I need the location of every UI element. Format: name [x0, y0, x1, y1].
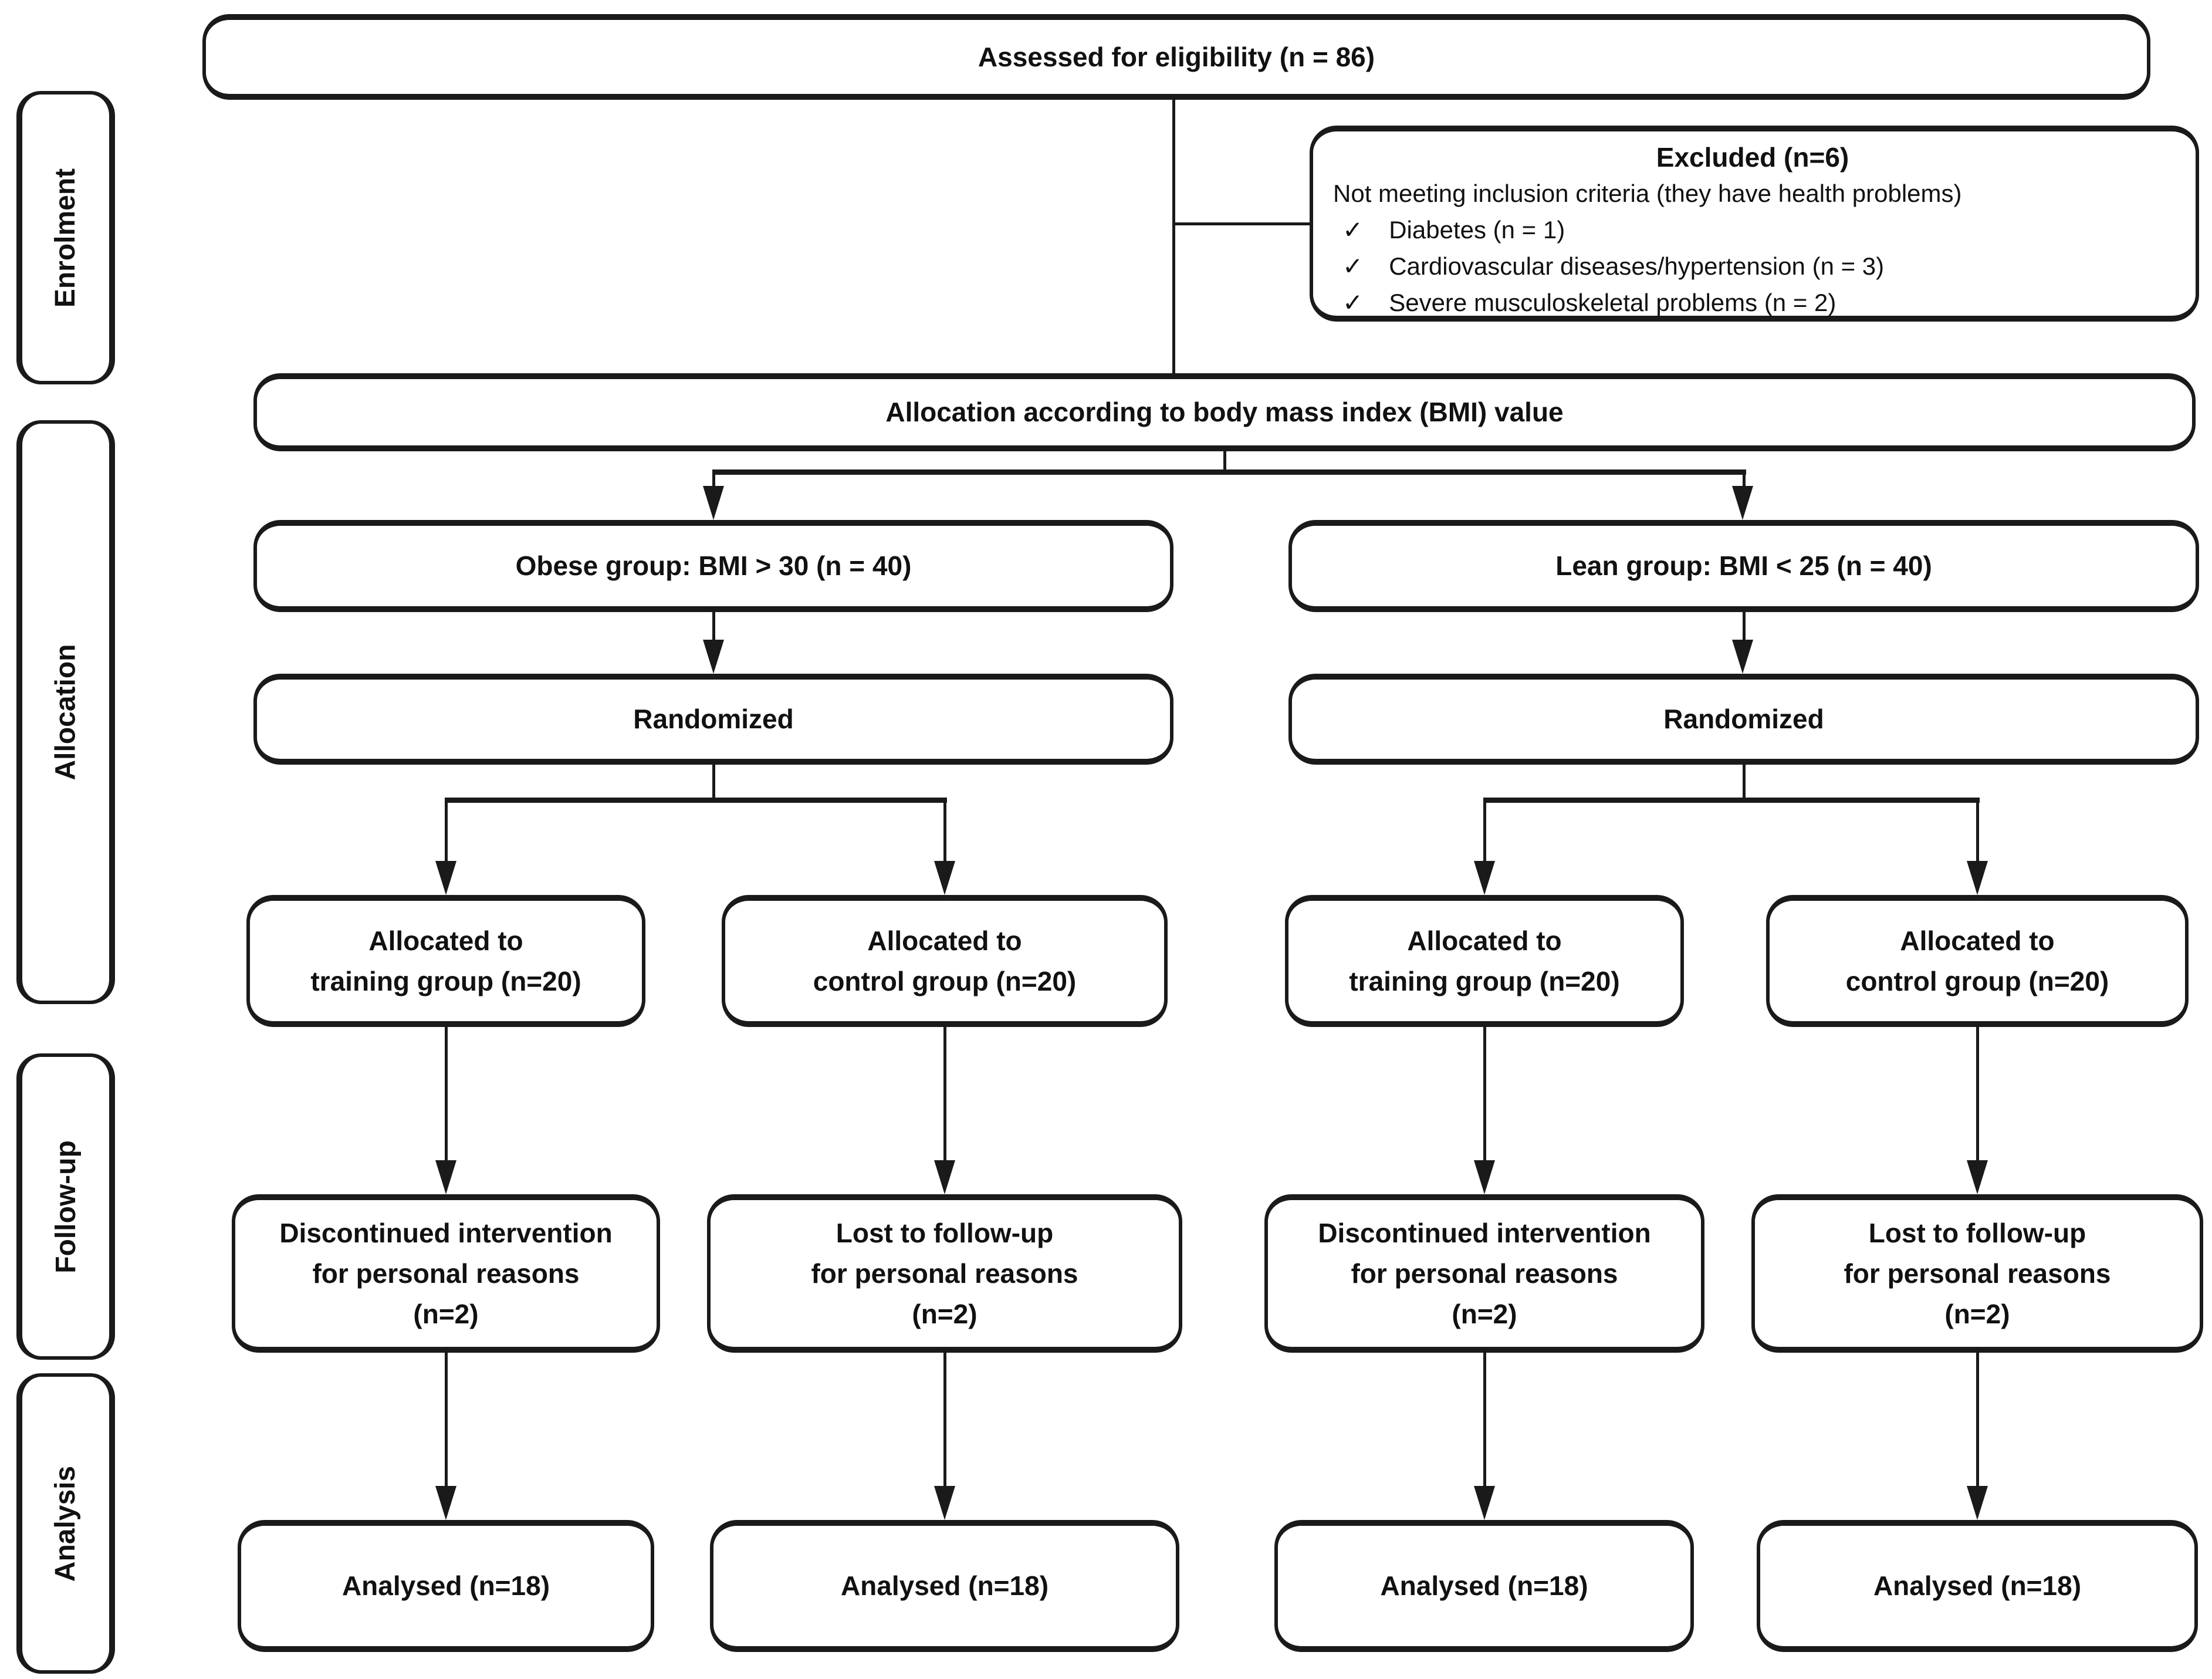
down-arrowhead-icon: [1967, 1160, 1988, 1194]
stage-label-allocation-text: Allocation: [50, 644, 82, 781]
connector-to-training-lean: [1483, 800, 1486, 865]
allocated-control-lean-box: Allocated to control group (n=20): [1766, 895, 2189, 1027]
down-arrowhead-icon: [703, 486, 724, 520]
down-arrowhead-icon: [934, 1160, 955, 1194]
assessed-label: Assessed for eligibility (n = 86): [978, 41, 1375, 72]
analysed-lean-training-label: Analysed (n=18): [1380, 1570, 1588, 1601]
down-arrowhead-icon: [1967, 1486, 1988, 1520]
allocated-training-obese-box: Allocated to training group (n=20): [246, 895, 645, 1027]
analysed-obese-control-box: Analysed (n=18): [710, 1520, 1179, 1652]
connector-lean-to-randomized: [1743, 612, 1746, 646]
excluded-item-text: Severe musculoskeletal problems (n = 2): [1389, 289, 1836, 317]
down-arrowhead-icon: [1967, 861, 1988, 895]
down-arrowhead-icon: [1474, 1486, 1495, 1520]
allocation-bmi-box: Allocation according to body mass index …: [253, 373, 2196, 451]
assessed-box: Assessed for eligibility (n = 86): [202, 14, 2150, 100]
connector-randomized-obese-stub: [712, 765, 715, 800]
check-icon: ✓: [1342, 289, 1364, 317]
down-arrowhead-icon: [435, 1486, 456, 1520]
discontinued-lean-box: Discontinued intervention for personal r…: [1264, 1194, 1704, 1353]
excluded-subtitle: Not meeting inclusion criteria (they hav…: [1333, 179, 1962, 207]
connector-randomized-obese-split-bar: [445, 798, 947, 803]
stage-label-enrolment-text: Enrolment: [50, 168, 82, 308]
analysed-obese-training-label: Analysed (n=18): [341, 1570, 550, 1601]
connector-allocated-to-followup: [1483, 1027, 1486, 1165]
connector-followup-to-analysed: [445, 1353, 448, 1491]
discontinued-obese-label: Discontinued intervention for personal r…: [279, 1217, 613, 1329]
lost-followup-obese-box: Lost to follow-up for personal reasons (…: [707, 1194, 1182, 1353]
lost-followup-obese-label: Lost to follow-up for personal reasons (…: [811, 1217, 1078, 1329]
analysed-obese-control-label: Analysed (n=18): [840, 1570, 1049, 1601]
excluded-item: ✓ Diabetes (n = 1): [1333, 212, 2172, 248]
randomized-obese-box: Randomized: [253, 674, 1173, 765]
excluded-item: ✓ Cardiovascular diseases/hypertension (…: [1333, 248, 2172, 285]
analysed-lean-training-box: Analysed (n=18): [1274, 1520, 1694, 1652]
allocated-control-obese-label: Allocated to control group (n=20): [813, 925, 1077, 996]
allocated-training-lean-box: Allocated to training group (n=20): [1285, 895, 1684, 1027]
connector-to-training-obese: [445, 800, 448, 865]
connector-to-control-lean: [1976, 800, 1979, 865]
allocated-control-obese-box: Allocated to control group (n=20): [722, 895, 1168, 1027]
analysed-lean-control-label: Analysed (n=18): [1873, 1570, 2082, 1601]
connector-followup-to-analysed: [943, 1353, 946, 1491]
obese-group-box: Obese group: BMI > 30 (n = 40): [253, 520, 1173, 612]
down-arrowhead-icon: [1474, 1160, 1495, 1194]
down-arrowhead-icon: [435, 861, 456, 895]
connector-randomized-lean-stub: [1743, 765, 1746, 800]
connector-to-lean: [1743, 472, 1746, 492]
lost-followup-lean-box: Lost to follow-up for personal reasons (…: [1751, 1194, 2203, 1353]
analysed-obese-training-box: Analysed (n=18): [238, 1520, 654, 1652]
down-arrowhead-icon: [934, 861, 955, 895]
connector-to-control-obese: [943, 800, 946, 865]
connector-allocated-to-followup: [445, 1027, 448, 1165]
stage-label-followup-text: Follow-up: [50, 1140, 82, 1273]
stage-label-analysis-text: Analysis: [50, 1465, 82, 1582]
stage-label-followup: Follow-up: [16, 1053, 115, 1360]
stage-label-enrolment: Enrolment: [16, 91, 115, 384]
connector-allocation-stub: [1223, 451, 1226, 472]
randomized-obese-label: Randomized: [633, 704, 794, 734]
down-arrowhead-icon: [1732, 640, 1753, 674]
stage-label-allocation: Allocation: [16, 420, 115, 1004]
connector-followup-to-analysed: [1976, 1353, 1979, 1491]
connector-to-excluded: [1173, 222, 1311, 225]
excluded-item: ✓ Severe musculoskeletal problems (n = 2…: [1333, 285, 2172, 321]
lean-group-label: Lean group: BMI < 25 (n = 40): [1555, 550, 1932, 581]
allocated-control-lean-label: Allocated to control group (n=20): [1845, 925, 2109, 996]
allocated-training-obese-label: Allocated to training group (n=20): [310, 925, 581, 996]
allocated-training-lean-label: Allocated to training group (n=20): [1349, 925, 1620, 996]
connector-followup-to-analysed: [1483, 1353, 1486, 1491]
excluded-box: Excluded (n=6) Not meeting inclusion cri…: [1310, 126, 2199, 322]
down-arrowhead-icon: [1732, 486, 1753, 520]
connector-to-obese: [712, 472, 715, 492]
connector-randomized-lean-split-bar: [1483, 798, 1980, 803]
randomized-lean-label: Randomized: [1663, 704, 1824, 734]
down-arrowhead-icon: [703, 640, 724, 674]
lost-followup-lean-label: Lost to follow-up for personal reasons (…: [1844, 1217, 2111, 1329]
check-icon: ✓: [1342, 215, 1364, 244]
excluded-item-text: Cardiovascular diseases/hypertension (n …: [1389, 252, 1885, 281]
excluded-title: Excluded (n=6): [1656, 142, 1849, 173]
down-arrowhead-icon: [934, 1486, 955, 1520]
stage-label-analysis: Analysis: [16, 1373, 115, 1674]
connector-allocation-split-bar: [712, 469, 1746, 475]
discontinued-lean-label: Discontinued intervention for personal r…: [1318, 1217, 1651, 1329]
analysed-lean-control-box: Analysed (n=18): [1757, 1520, 2198, 1652]
down-arrowhead-icon: [1474, 861, 1495, 895]
discontinued-obese-box: Discontinued intervention for personal r…: [232, 1194, 660, 1353]
randomized-lean-box: Randomized: [1288, 674, 2199, 765]
excluded-item-text: Diabetes (n = 1): [1389, 215, 1565, 244]
connector-assessed-to-allocation: [1172, 100, 1175, 373]
connector-allocated-to-followup: [1976, 1027, 1979, 1165]
allocation-bmi-label: Allocation according to body mass index …: [885, 397, 1564, 427]
down-arrowhead-icon: [435, 1160, 456, 1194]
check-icon: ✓: [1342, 252, 1364, 281]
obese-group-label: Obese group: BMI > 30 (n = 40): [515, 550, 912, 581]
connector-obese-to-randomized: [712, 612, 715, 646]
lean-group-box: Lean group: BMI < 25 (n = 40): [1288, 520, 2199, 612]
connector-allocated-to-followup: [943, 1027, 946, 1165]
